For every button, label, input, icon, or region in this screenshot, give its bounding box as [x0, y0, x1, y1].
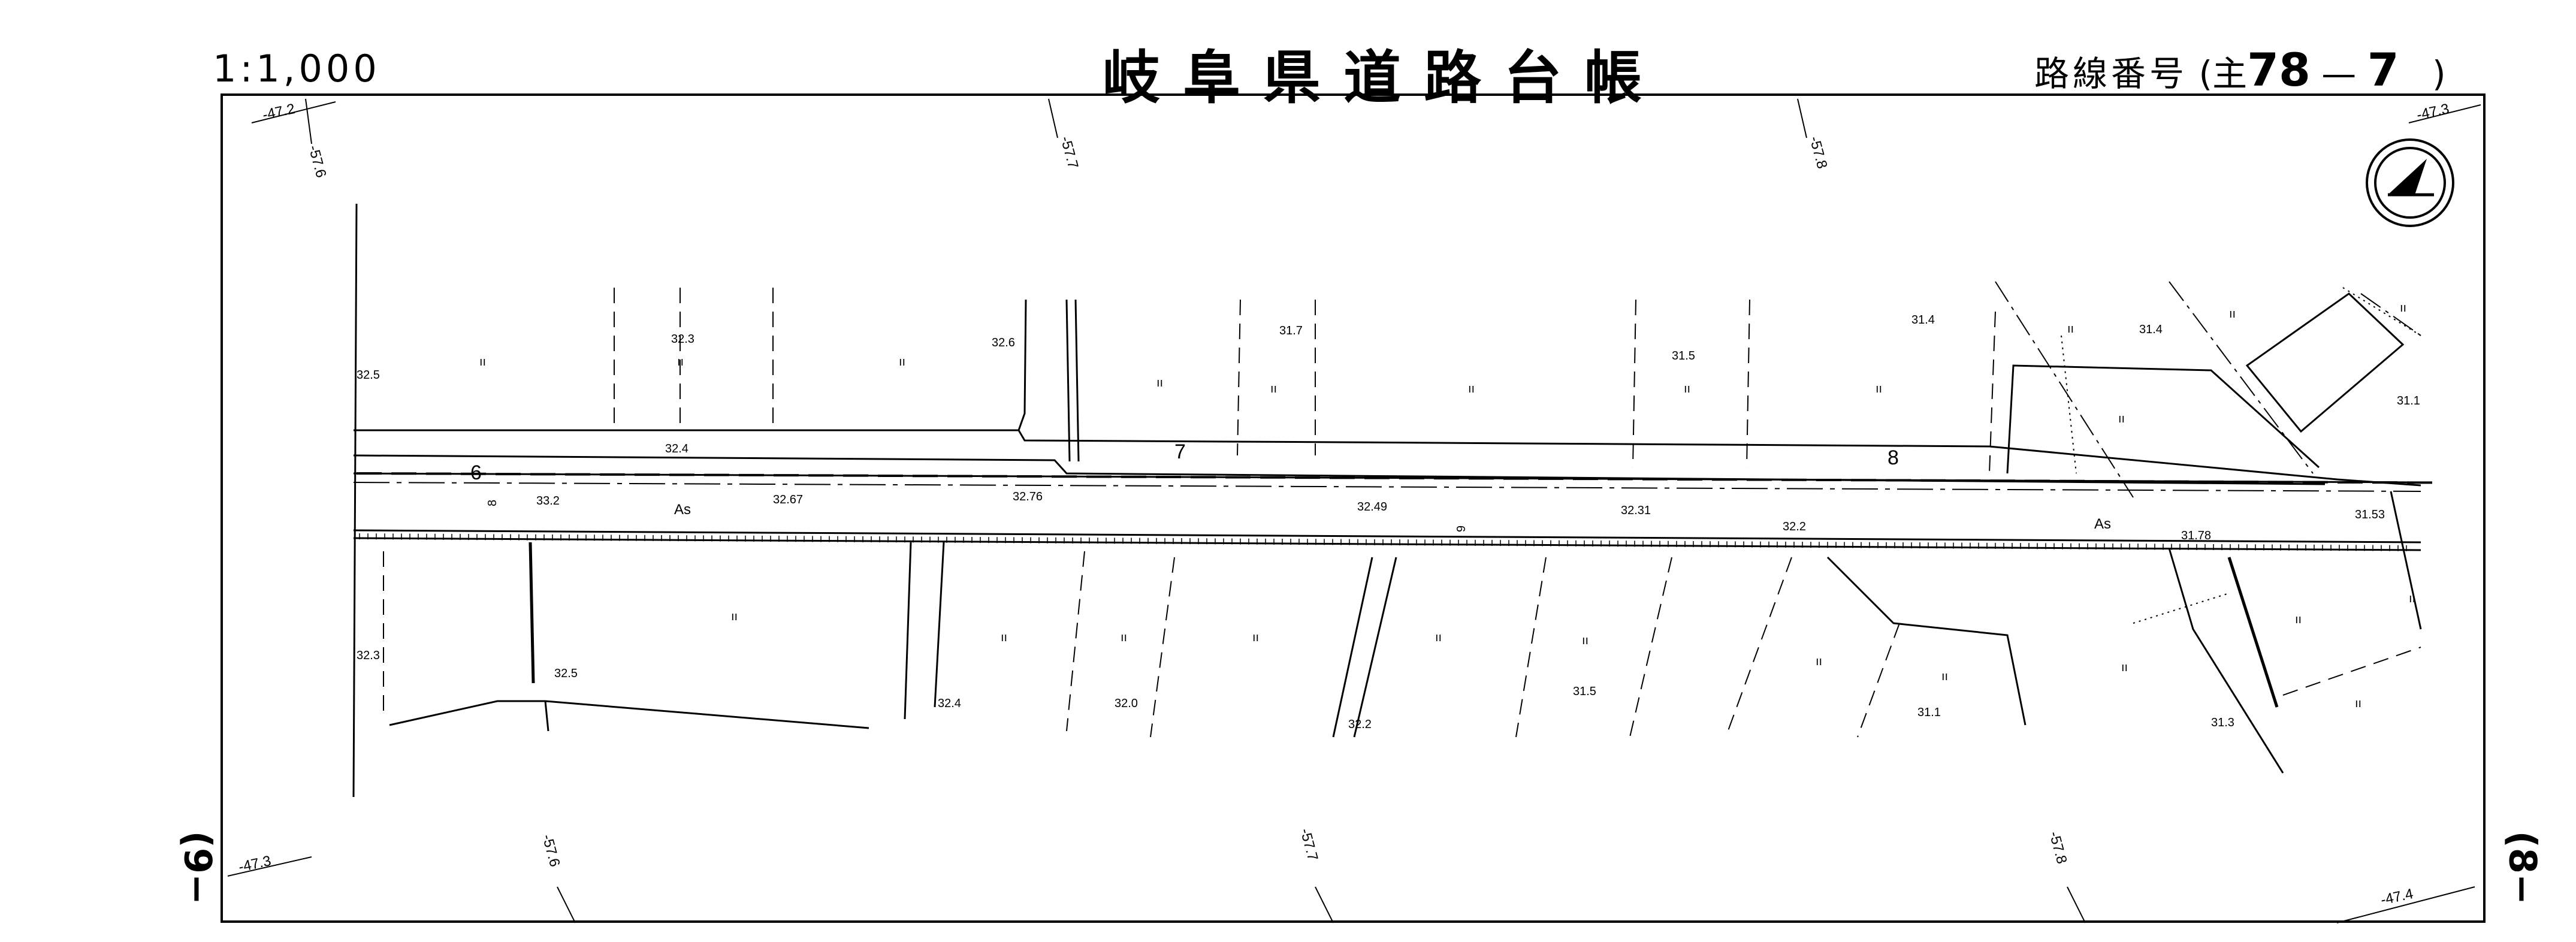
land-use-mark: ıı — [2409, 592, 2415, 605]
land-use-mark: ıı — [2400, 301, 2406, 315]
elevation-label: 32.4 — [665, 442, 688, 455]
route-number-label: 路線番号 (主78 — 7 ) — [2034, 43, 2446, 96]
elevation-label: 32.4 — [938, 697, 961, 710]
post-marker: 8 — [486, 500, 499, 506]
land-use-mark: ıı — [1582, 634, 1589, 647]
land-use-mark: ıı — [1252, 631, 1259, 644]
elevation-label: 32.2 — [1783, 520, 1806, 533]
land-use-mark: ıı — [2355, 697, 2361, 710]
dotted-lines — [2061, 287, 2421, 624]
tick-label: -57.8 — [2046, 830, 2070, 866]
land-use-mark: ıı — [1156, 376, 1163, 390]
boundary-lines — [1995, 281, 2421, 498]
land-use-marks: ıı ıı ıı ıı ıı ıı ıı ıı ıı ıı ıı ıı ıı ıı ıı ıı ıı ıı ıı ıı… — [479, 301, 2415, 710]
land-use-mark: ıı — [1270, 382, 1277, 395]
road-tape — [357, 472, 2432, 551]
elevation-label: 32.67 — [773, 493, 803, 506]
route-section: 7 — [2367, 43, 2399, 96]
land-use-mark: ıı — [1468, 382, 1475, 395]
elevation-label: 31.4 — [2139, 323, 2163, 336]
land-use-mark: ıı — [2229, 307, 2236, 321]
grid-top-ticks: -57.6 -57.7 -57.8 — [305, 98, 1830, 180]
land-use-mark: ıı — [2118, 412, 2125, 425]
page-title: 岐阜県道路台帳 — [1103, 44, 1665, 111]
elevation-label: 31.78 — [2181, 529, 2211, 542]
land-use-mark: ıı — [2121, 661, 2128, 674]
km-post: 6 — [470, 461, 482, 484]
surface-label: As — [674, 502, 691, 518]
tick-label: -57.7 — [1057, 135, 1081, 171]
elevation-labels: 32.5 32.3 32.6 31.7 31.5 31.4 31.4 32.4 … — [357, 313, 2420, 731]
land-use-mark: ıı — [2295, 613, 2302, 626]
land-use-mark: ıı — [677, 355, 684, 369]
elevation-label: 32.31 — [1621, 504, 1651, 517]
land-use-mark: ıı — [479, 355, 486, 369]
land-use-mark: ıı — [731, 610, 738, 623]
elevation-label: 32.2 — [1348, 718, 1372, 731]
elevation-label: 31.5 — [1672, 349, 1695, 363]
route-close: ) — [2432, 53, 2446, 94]
corner-label: -47.2 — [261, 101, 297, 123]
km-post: 8 — [1888, 446, 1899, 469]
grid-bottom-ticks: -57.6 -57.7 -57.8 — [539, 827, 2086, 923]
tick-label: -57.6 — [305, 144, 329, 180]
elevation-label: 31.4 — [1911, 313, 1935, 327]
route-number: 78 — [2247, 43, 2311, 96]
route-dash: — — [2321, 53, 2357, 94]
elevation-label: 31.53 — [2355, 508, 2385, 521]
elevation-label: 33.2 — [536, 494, 560, 508]
corner-label: -47.3 — [237, 853, 273, 875]
elevation-label: 31.7 — [1279, 324, 1303, 337]
tick-label: -57.8 — [1806, 135, 1830, 171]
surface-labels: As As — [674, 502, 2111, 532]
land-use-mark: ıı — [899, 355, 905, 369]
elevation-label: 31.1 — [1917, 706, 1941, 719]
tick-label: -57.6 — [539, 833, 563, 869]
elevation-label: 32.5 — [554, 667, 578, 680]
land-use-mark: ıı — [2067, 322, 2074, 336]
land-use-mark: ıı — [1876, 382, 1882, 395]
land-use-mark: ıı — [1121, 631, 1127, 644]
elevation-label: 32.49 — [1357, 500, 1387, 514]
post-marker: 9 — [1455, 526, 1468, 532]
land-use-mark: ıı — [1001, 631, 1007, 644]
elevation-label: 32.3 — [357, 649, 380, 662]
elevation-label: 32.0 — [1115, 697, 1138, 710]
grid-corner-labels: -47.2 -47.3 -47.3 -47.4 — [237, 101, 2451, 908]
north-arrow-icon — [2366, 138, 2454, 227]
land-use-mark: ıı — [1941, 670, 1948, 683]
map-frame — [221, 93, 2486, 923]
route-label: 路線番号 — [2034, 53, 2188, 94]
km-post-labels: 6 7 8 — [470, 440, 1899, 484]
land-use-mark: ıı — [1435, 631, 1442, 644]
elevation-label: 31.5 — [1573, 685, 1596, 698]
surface-label: As — [2094, 516, 2111, 532]
elevation-label: 32.3 — [671, 333, 694, 346]
grid-corner-ticks — [227, 101, 2481, 923]
corner-label: -47.4 — [2379, 886, 2415, 908]
km-post: 7 — [1174, 440, 1186, 463]
elevation-label: 32.76 — [1013, 490, 1043, 503]
elevation-label: 32.6 — [992, 336, 1015, 349]
land-use-mark: ıı — [1816, 655, 1822, 668]
map-linework — [352, 203, 2422, 798]
land-use-mark: ıı — [1684, 382, 1690, 395]
post-markers: 8 9 — [486, 500, 1468, 532]
tick-label: -57.7 — [1297, 827, 1321, 863]
elevation-label: 32.5 — [357, 369, 380, 382]
elevation-label: 31.3 — [2211, 716, 2234, 729]
elevation-label: 31.1 — [2397, 394, 2420, 407]
route-open: (主 — [2198, 53, 2248, 94]
map-scale: 1:1,000 — [213, 47, 380, 90]
property-lines — [353, 288, 2421, 738]
